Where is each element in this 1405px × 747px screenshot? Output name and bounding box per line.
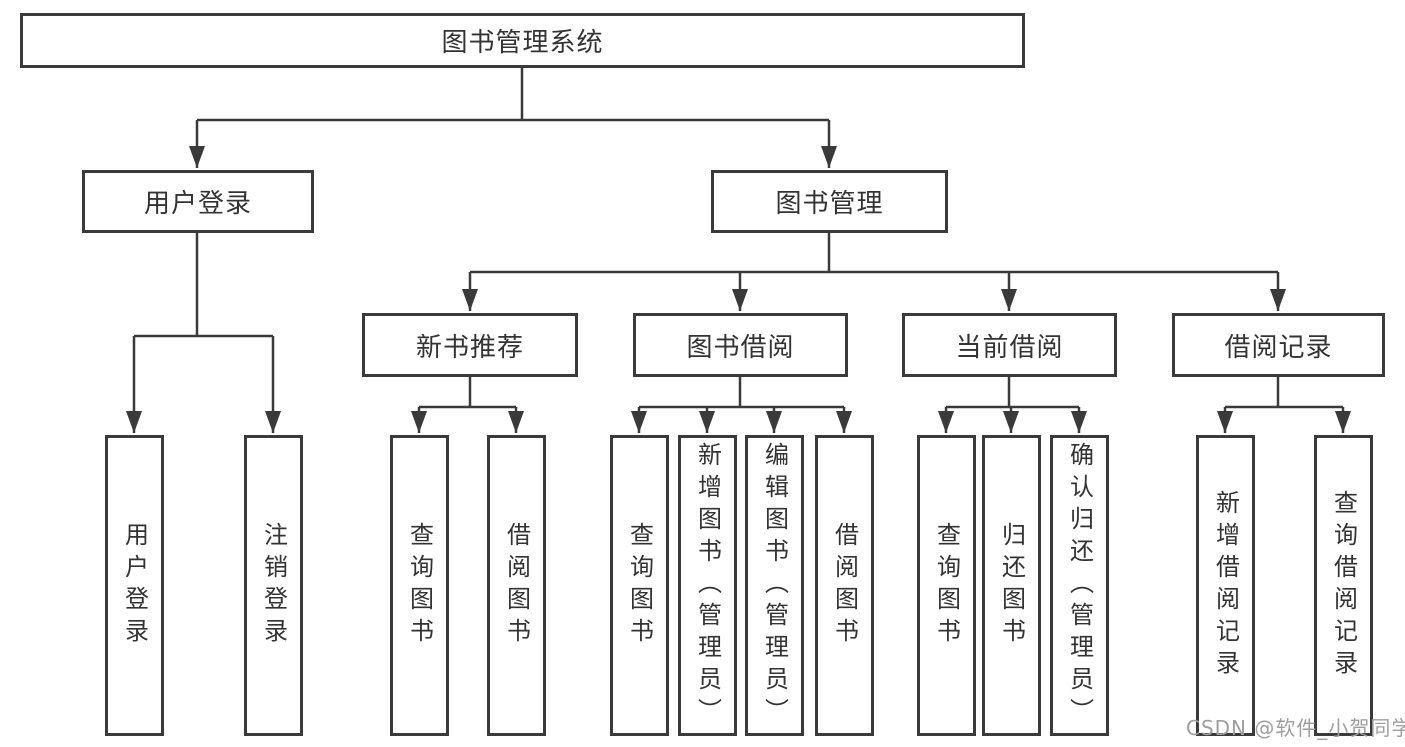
node-label: 用户登录 <box>143 189 252 219</box>
connector-current-borrow-to-leaves <box>938 377 1087 433</box>
node-label: 图书管理 <box>775 189 884 219</box>
node-user-login: 用户登录 <box>82 170 314 233</box>
connector-new-book-recommend-to-leaves <box>411 377 524 433</box>
node-label: 新增借阅记录 <box>1211 489 1240 682</box>
node-label: 查询图书 <box>625 521 654 650</box>
node-label: 用户登录 <box>120 521 149 650</box>
node-library-management-system: 图书管理系统 <box>20 13 1025 68</box>
node-label: 确认归还（管理员） <box>1065 441 1094 730</box>
connector-user-login-to-leaves <box>126 233 281 433</box>
connector-book-management-to-level3 <box>462 233 1286 311</box>
node-leaf-borrow-books: 借阅图书 <box>815 435 874 736</box>
node-label: 注销登录 <box>259 521 288 650</box>
node-leaf-query-books-borrow: 查询图书 <box>610 435 669 736</box>
node-label: 新书推荐 <box>415 332 524 363</box>
node-label: 借阅图书 <box>502 521 531 650</box>
node-label: 编辑图书（管理员） <box>760 441 789 730</box>
node-leaf-add-books-admin: 新增图书（管理员） <box>678 435 737 736</box>
csdn-watermark: CSDN @软件_小贺同学 <box>1186 716 1405 740</box>
node-leaf-query-books-recommend: 查询图书 <box>390 435 449 736</box>
node-label: 归还图书 <box>997 521 1026 650</box>
node-current-borrow: 当前借阅 <box>902 313 1117 377</box>
connector-book-borrow-to-leaves <box>631 377 852 433</box>
connector-borrow-records-to-leaves <box>1217 377 1351 433</box>
node-leaf-add-borrow-record: 新增借阅记录 <box>1196 435 1255 736</box>
node-label: 图书管理系统 <box>441 28 604 58</box>
node-book-management: 图书管理 <box>711 170 948 233</box>
node-leaf-return-books: 归还图书 <box>982 435 1041 736</box>
connector-root-to-level2 <box>189 68 837 168</box>
node-label: 当前借阅 <box>955 332 1064 363</box>
node-borrow-records: 借阅记录 <box>1172 313 1385 377</box>
node-leaf-edit-books-admin: 编辑图书（管理员） <box>745 435 804 736</box>
node-leaf-query-books-current: 查询图书 <box>917 435 976 736</box>
node-label: 图书借阅 <box>686 332 795 363</box>
node-label: 查询图书 <box>405 521 434 650</box>
node-new-book-recommend: 新书推荐 <box>362 313 578 377</box>
node-label: 查询借阅记录 <box>1329 489 1358 682</box>
node-label: 借阅图书 <box>830 521 859 650</box>
node-leaf-borrow-books-recommend: 借阅图书 <box>487 435 546 736</box>
node-leaf-user-login: 用户登录 <box>105 435 164 736</box>
node-label: 新增图书（管理员） <box>693 441 722 730</box>
node-leaf-confirm-return-admin: 确认归还（管理员） <box>1050 435 1109 736</box>
node-label: 查询图书 <box>932 521 961 650</box>
node-label: 借阅记录 <box>1224 332 1333 363</box>
node-leaf-logout: 注销登录 <box>244 435 303 736</box>
node-book-borrow: 图书借阅 <box>633 313 848 377</box>
node-leaf-query-borrow-record: 查询借阅记录 <box>1314 435 1373 736</box>
